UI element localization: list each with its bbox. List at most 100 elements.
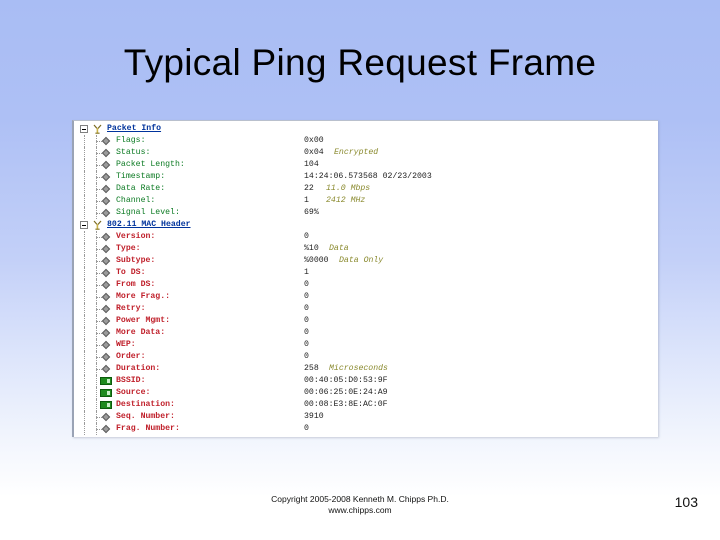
tree-group-2[interactable]: 802.11 MAC Header — [74, 219, 658, 231]
field-value: 0x00 — [304, 136, 324, 145]
diamond-bullet-icon — [101, 292, 111, 302]
diamond-bullet-icon — [101, 196, 111, 206]
tree-row[interactable]: Frag. Number:0 — [74, 423, 658, 435]
field-label: Seq. Number: — [116, 412, 175, 421]
field-value: 0 — [304, 232, 309, 241]
field-label: Type: — [116, 244, 141, 253]
field-label: Frag. Number: — [116, 424, 180, 433]
field-label: Data Rate: — [116, 184, 166, 193]
tree-connector — [96, 201, 102, 202]
collapse-expand-icon[interactable] — [80, 221, 88, 229]
tree-row[interactable]: Timestamp:14:24:06.573568 02/23/2003 — [74, 171, 658, 183]
tree-guide-line — [84, 351, 85, 363]
field-label: Subtype: — [116, 256, 156, 265]
nic-icon — [100, 377, 112, 385]
tree-row[interactable]: Packet Length:104 — [74, 159, 658, 171]
field-value: 69% — [304, 208, 319, 217]
field-value: 00:40:05:D0:53:9F — [304, 376, 388, 385]
tree-row[interactable]: Power Mgmt:0 — [74, 315, 658, 327]
tree-row[interactable]: From DS: 0 — [74, 279, 658, 291]
field-label: Retry: — [116, 304, 146, 313]
tree-guide-line — [84, 411, 85, 423]
tree-row[interactable]: Data Rate: 22 11.0 Mbps — [74, 183, 658, 195]
tree-guide-line — [84, 267, 85, 279]
tree-row[interactable]: Order: 0 — [74, 351, 658, 363]
tree-guide-line — [84, 375, 85, 387]
field-label: From DS: — [116, 280, 156, 289]
tree-guide-line — [84, 195, 85, 207]
tree-connector — [96, 153, 102, 154]
diamond-bullet-icon — [101, 244, 111, 254]
tree-connector — [96, 261, 102, 262]
tree-connector — [96, 285, 102, 286]
field-value: 258 — [304, 364, 319, 373]
field-value: 0 — [304, 352, 309, 361]
field-note: Microseconds — [329, 364, 388, 373]
tree-connector — [96, 369, 102, 370]
footer-line-2: www.chipps.com — [328, 505, 392, 515]
diamond-bullet-icon — [101, 172, 111, 182]
diamond-bullet-icon — [101, 184, 111, 194]
field-label: Power Mgmt: — [116, 316, 171, 325]
field-value: 1 — [304, 196, 309, 205]
collapse-expand-icon[interactable] — [80, 125, 88, 133]
tree-group-label: 802.11 MAC Header — [107, 220, 191, 229]
field-label: BSSID: — [116, 376, 146, 385]
tree-row[interactable]: BSSID: 00:40:05:D0:53:9F — [74, 375, 658, 387]
tree-row[interactable]: Seq. Number:3910 — [74, 411, 658, 423]
field-value: 0 — [304, 280, 309, 289]
tree-group-1[interactable]: Packet Info — [74, 123, 658, 135]
tree-connector — [96, 297, 102, 298]
tree-row[interactable]: Version: 0 — [74, 231, 658, 243]
field-label: To DS: — [116, 268, 146, 277]
tree-row[interactable]: To DS:1 — [74, 267, 658, 279]
tree-guide-line — [84, 207, 85, 219]
tree-connector — [96, 177, 102, 178]
tree-row[interactable]: Flags:0x00 — [74, 135, 658, 147]
tree-guide-line — [96, 375, 97, 387]
field-note: Encrypted — [334, 148, 379, 157]
tree-connector — [96, 429, 102, 430]
diamond-bullet-icon — [101, 268, 111, 278]
field-label: Channel: — [116, 196, 156, 205]
field-value: 0 — [304, 292, 309, 301]
tree-connector — [96, 357, 102, 358]
diamond-bullet-icon — [101, 256, 111, 266]
field-label: Order: — [116, 352, 146, 361]
tree-guide-line — [84, 315, 85, 327]
diamond-bullet-icon — [101, 232, 111, 242]
footer-line-1: Copyright 2005-2008 Kenneth M. Chipps Ph… — [271, 494, 449, 504]
tree-guide-line — [84, 135, 85, 147]
tree-guide-line — [84, 387, 85, 399]
field-label: Duration: — [116, 364, 161, 373]
field-value: 22 — [304, 184, 314, 193]
field-value: 0 — [304, 340, 309, 349]
tree-row[interactable]: WEP:0 — [74, 339, 658, 351]
field-note: 2412 MHz — [326, 196, 366, 205]
field-note: 11.0 Mbps — [326, 184, 371, 193]
tree-row[interactable]: More Frag.: 0 — [74, 291, 658, 303]
tree-guide-line — [84, 303, 85, 315]
tree-row[interactable]: More Data:0 — [74, 327, 658, 339]
tree-guide-line — [84, 255, 85, 267]
tree-row[interactable]: Destination:00:08:E3:8E:AC:0F — [74, 399, 658, 411]
field-label: Version: — [116, 232, 156, 241]
diamond-bullet-icon — [101, 280, 111, 290]
tree-row[interactable]: Retry:0 — [74, 303, 658, 315]
tree-row[interactable]: Source:00:06:25:0E:24:A9 — [74, 387, 658, 399]
tree-group-label: Packet Info — [107, 124, 162, 133]
tree-row[interactable]: Duration: 258 Microseconds — [74, 363, 658, 375]
tree-guide-line — [84, 183, 85, 195]
tree-connector — [96, 249, 102, 250]
tree-row[interactable]: Signal Level:69% — [74, 207, 658, 219]
field-label: Timestamp: — [116, 172, 166, 181]
field-label: More Frag.: — [116, 292, 171, 301]
tree-connector — [96, 213, 102, 214]
field-note: Data — [329, 244, 349, 253]
tree-row[interactable]: Channel: 1 2412 MHz — [74, 195, 658, 207]
